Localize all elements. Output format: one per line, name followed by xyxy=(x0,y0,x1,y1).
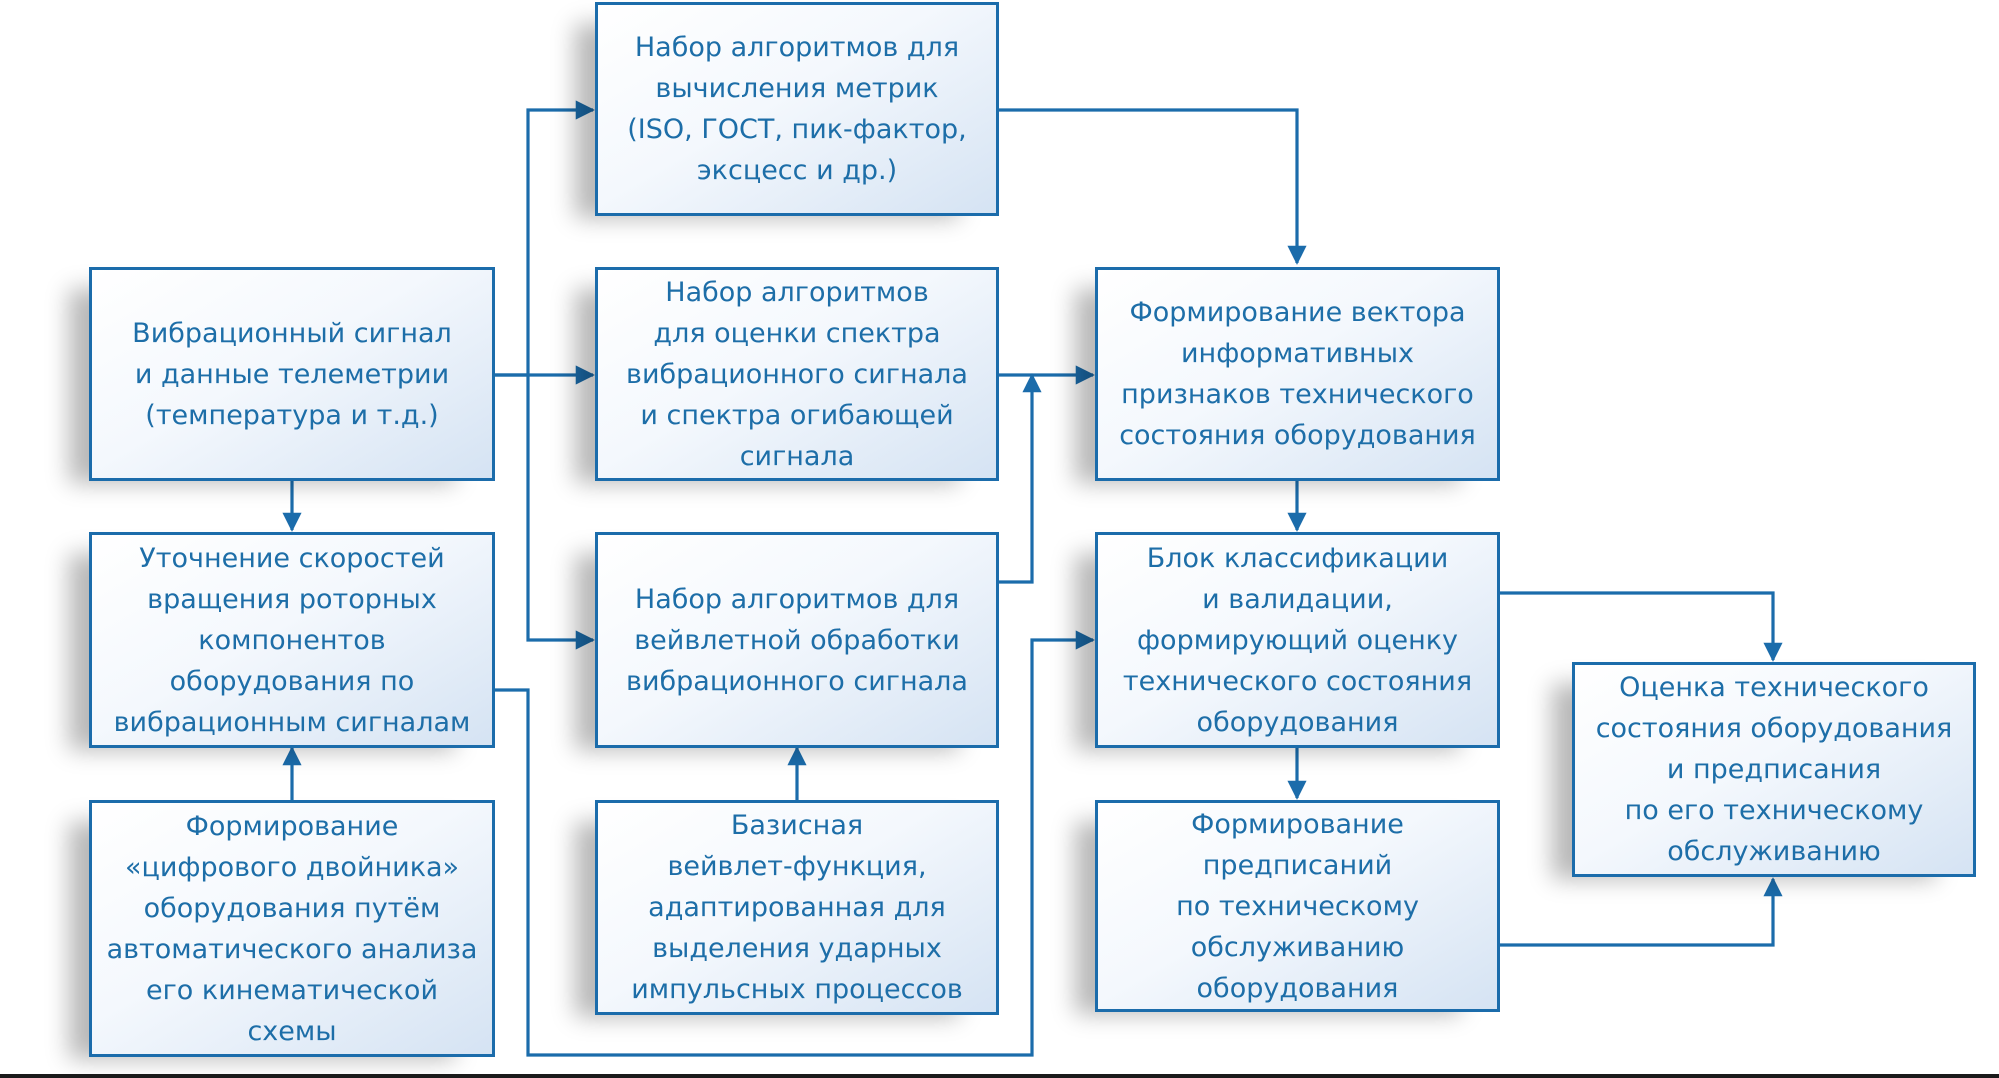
node-spectrum-algorithms: Набор алгоритмов для оценки спектра вибр… xyxy=(595,267,999,481)
node-rotor-speeds: Уточнение скоростей вращения роторных ко… xyxy=(89,532,495,748)
node-metrics-algorithms: Набор алгоритмов для вычисления метрик (… xyxy=(595,2,999,216)
node-rotor-speeds-label: Уточнение скоростей вращения роторных ко… xyxy=(113,542,471,738)
arrow-prescriptions-to-assessment xyxy=(1500,877,1783,947)
node-condition-assessment-label: Оценка технического состояния оборудован… xyxy=(1595,672,1953,867)
node-vibration-signal-label: Вибрационный сигнал и данные телеметрии … xyxy=(132,317,452,431)
node-prescriptions-label: Формирование предписаний по техническому… xyxy=(1176,808,1419,1004)
node-wavelet-algorithms-label: Набор алгоритмов для вейвлетной обработк… xyxy=(626,583,968,697)
arrow-speeds-to-classify xyxy=(493,630,1095,1057)
arrow-wavelet-to-vector xyxy=(997,373,1042,584)
node-feature-vector: Формирование вектора информативных призн… xyxy=(1095,267,1500,481)
arrow-signal-to-wavelet xyxy=(526,375,595,650)
node-prescriptions: Формирование предписаний по техническому… xyxy=(1095,800,1500,1012)
node-spectrum-algorithms-label: Набор алгоритмов для оценки спектра вибр… xyxy=(626,276,968,472)
node-condition-assessment: Оценка технического состояния оборудован… xyxy=(1572,662,1976,877)
node-basis-wavelet: Базисная вейвлет-функция, адаптированная… xyxy=(595,800,999,1015)
arrow-metrics-to-vector xyxy=(997,108,1307,265)
node-digital-twin-label: Формирование «цифрового двойника» оборуд… xyxy=(106,810,478,1047)
bottom-border xyxy=(0,1074,1999,1078)
node-wavelet-algorithms: Набор алгоритмов для вейвлетной обработк… xyxy=(595,532,999,748)
arrow-classify-to-assessment xyxy=(1500,591,1783,662)
node-vibration-signal: Вибрационный сигнал и данные телеметрии … xyxy=(89,267,495,481)
arrow-signal-to-metrics xyxy=(493,100,595,377)
node-feature-vector-label: Формирование вектора информативных призн… xyxy=(1119,297,1476,451)
node-digital-twin: Формирование «цифрового двойника» оборуд… xyxy=(89,800,495,1057)
node-metrics-algorithms-label: Набор алгоритмов для вычисления метрик (… xyxy=(627,32,967,186)
node-classification-label: Блок классификации и валидации, формирую… xyxy=(1122,542,1473,738)
node-basis-wavelet-label: Базисная вейвлет-функция, адаптированная… xyxy=(631,810,963,1005)
node-classification: Блок классификации и валидации, формирую… xyxy=(1095,532,1500,748)
